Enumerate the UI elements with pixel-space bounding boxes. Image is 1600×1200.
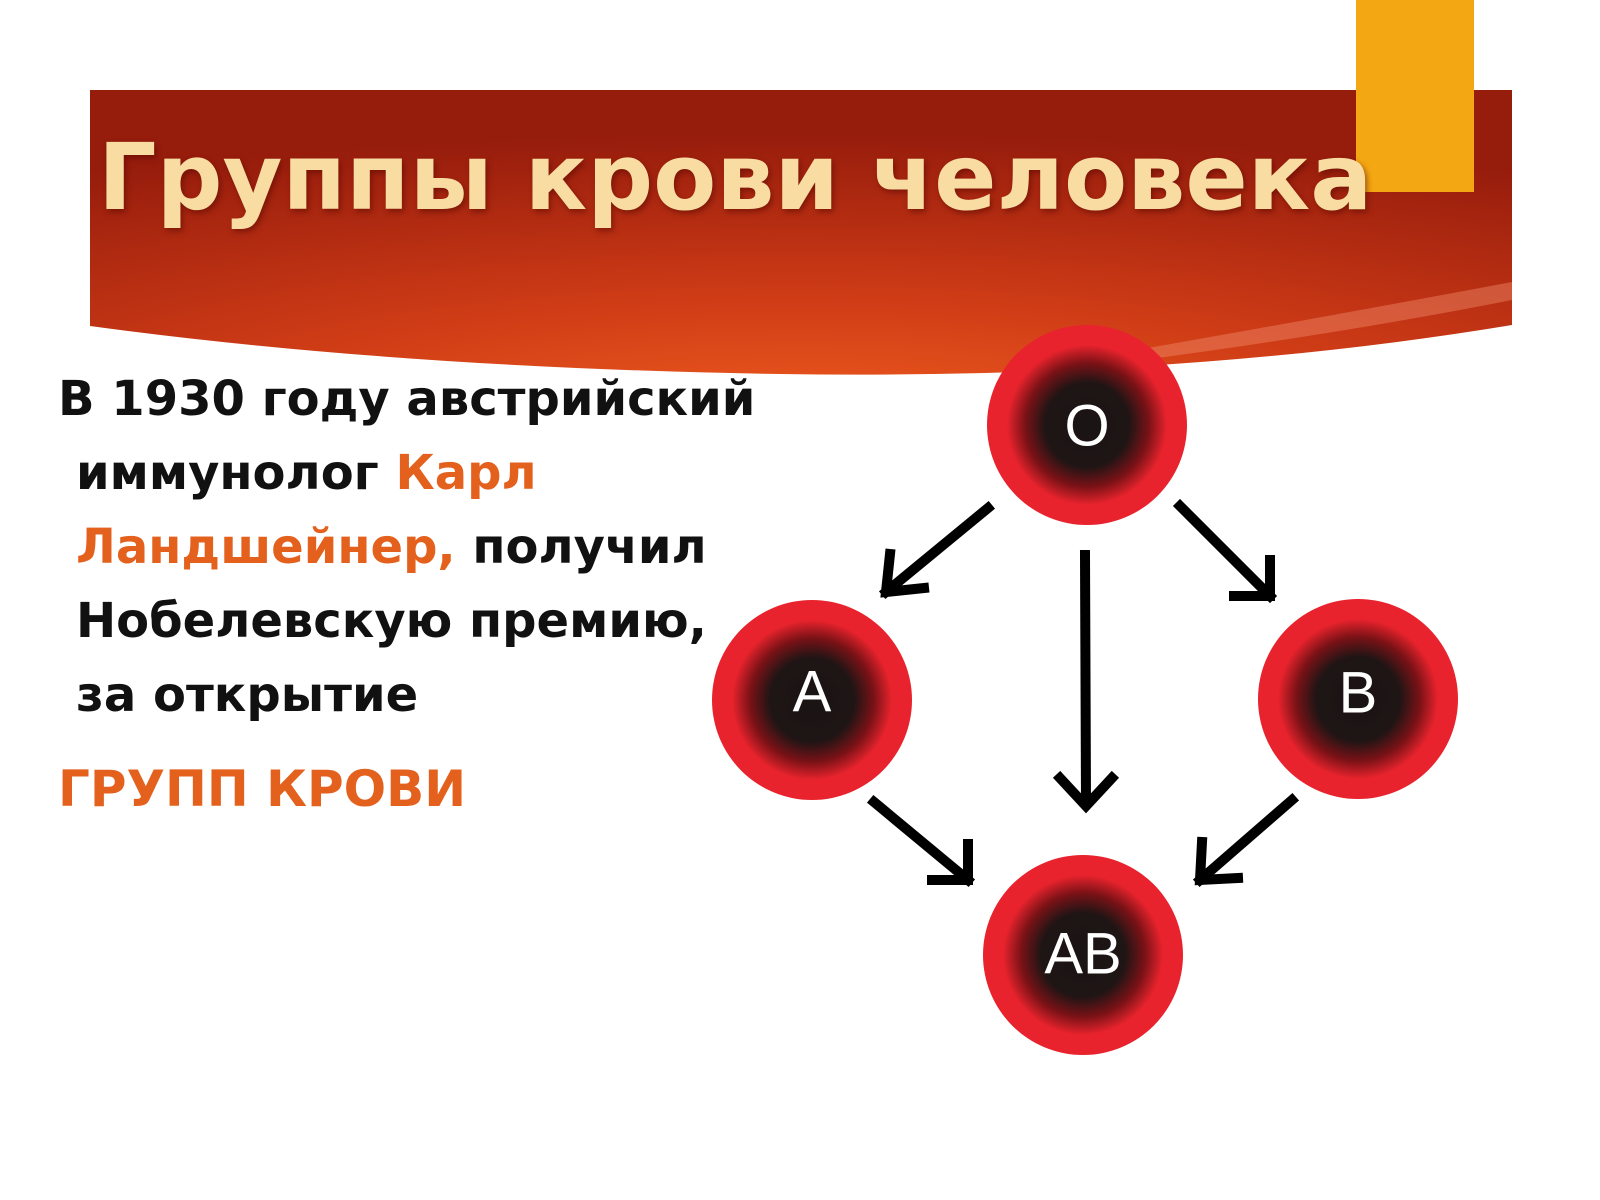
body-line-1: В 1930 году австрийский [58,371,756,427]
blood-groups-heading: ГРУПП КРОВИ [58,760,467,818]
arrow-a-to-ab [866,794,976,888]
body-line-2-text: иммунолог [76,445,396,501]
blood-cell-a: A [712,600,912,800]
banner-sheen [1080,282,1512,368]
blood-cell-o-label: O [1064,394,1109,459]
body-line-3: Ландшейнер, получил [58,510,758,584]
arrow-o-to-b [1172,498,1278,604]
body-line-4: Нобелевскую премию, [76,593,707,649]
blood-cell-a-label: A [793,660,832,725]
body-text: В 1930 году австрийский иммунолог Карл Л… [58,362,758,732]
page-title: Группы крови человека [98,124,1373,231]
arrow-o-to-ab [1052,549,1120,814]
arrow-b-to-ab [1192,792,1300,888]
scientist-last-name: Ландшейнер, [76,519,456,575]
blood-cell-b-label: B [1339,661,1378,726]
scientist-first-name: Карл [395,445,537,501]
body-line-3-text: получил [455,519,707,575]
blood-cell-b: B [1258,599,1458,799]
blood-cell-ab: AB [983,855,1183,1055]
title-banner [90,90,1512,375]
blood-group-diagram: O A B AB [712,325,1458,1055]
arrow-o-to-a [878,500,996,600]
blood-cell-o: O [987,325,1187,525]
body-line-5: за открытие [76,667,419,723]
banner-shape [90,90,1512,375]
body-line-2: иммунолог Карл [58,436,758,510]
accent-tab [1356,0,1474,192]
blood-cell-ab-label: AB [1044,922,1121,987]
